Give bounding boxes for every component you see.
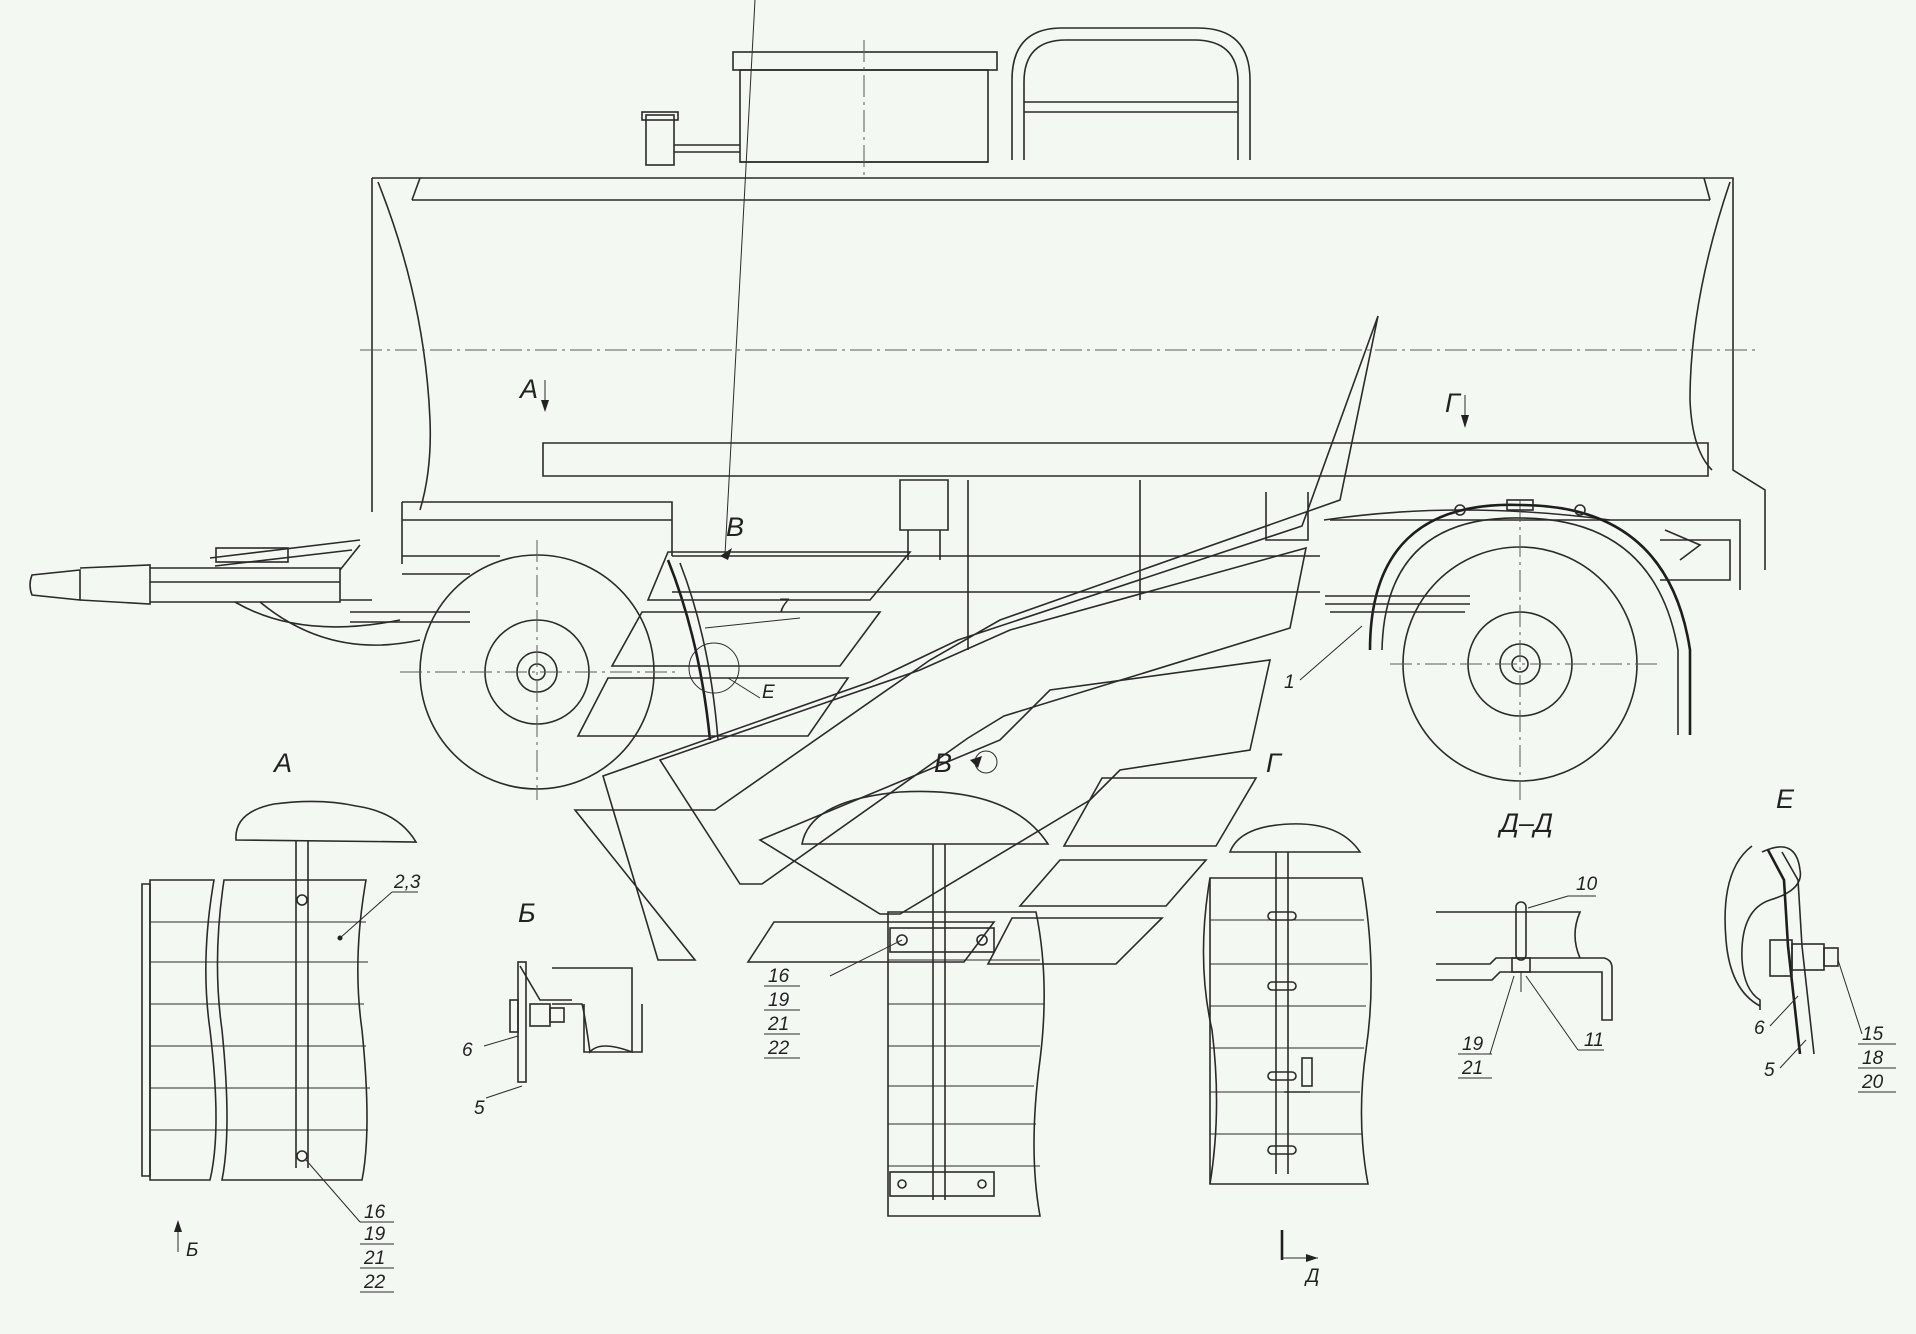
- view-a-slats: [150, 921, 370, 1131]
- view-g-title: Г: [1266, 748, 1283, 778]
- section-d-d-title: Д–Д: [1497, 808, 1553, 838]
- rear-suspension: [1325, 529, 1731, 613]
- callout-1: 1: [1284, 672, 1295, 693]
- view-v-marker: В: [726, 512, 744, 542]
- front-wheel: [400, 540, 680, 800]
- callout-16-v: 16: [768, 966, 790, 987]
- callout-18: 18: [1862, 1048, 1884, 1069]
- breather-pipe: [641, 111, 740, 166]
- callout-16-a: 16: [364, 1202, 386, 1223]
- callout-6-e: 6: [1754, 1018, 1765, 1039]
- detail-view-b: Б 6 5: [462, 898, 643, 1119]
- view-arrow-v: [720, 0, 756, 560]
- callout-2-3: 2,3: [393, 872, 421, 893]
- manhole-hatch: [732, 40, 998, 175]
- callout-7: 7: [778, 596, 790, 617]
- section-d-label: Д: [1304, 1266, 1319, 1287]
- view-arrow-a: [541, 380, 549, 412]
- view-e-marker: Е: [762, 682, 775, 703]
- drawbar: [29, 539, 470, 646]
- callout-21-dd: 21: [1461, 1058, 1483, 1079]
- detail-view-g: Г Д: [1202, 748, 1372, 1287]
- callout-20: 20: [1861, 1072, 1884, 1093]
- callout-21-a: 21: [363, 1248, 385, 1269]
- callout-10: 10: [1576, 874, 1598, 895]
- view-g-marker: Г: [1445, 388, 1462, 418]
- detail-circle-e: [688, 642, 740, 694]
- chassis-frame: [401, 479, 1741, 650]
- section-marker-d: [1280, 1230, 1318, 1262]
- callout-22-v: 22: [767, 1038, 790, 1059]
- view-b-marker: Б: [186, 1240, 198, 1261]
- overlay-strips: [573, 315, 1379, 965]
- detail-view-v: В 16 19 21 22: [764, 748, 1050, 1217]
- callout-19-a: 19: [364, 1224, 386, 1245]
- detail-view-a: А 2,3 16 19 21 22 Б: [141, 748, 421, 1293]
- callout-5-e: 5: [1764, 1060, 1775, 1081]
- front-mudguard: [666, 559, 719, 741]
- view-a-title: А: [272, 748, 292, 778]
- callout-15: 15: [1862, 1024, 1884, 1045]
- view-v-rotation-icon: [970, 750, 998, 774]
- rear-wheel: [1390, 500, 1660, 800]
- handrail: [1011, 27, 1251, 160]
- view-g-slats: [1210, 919, 1368, 1135]
- view-v-title: В: [934, 748, 952, 778]
- rear-mudguard: [1368, 499, 1692, 735]
- trailer-side-view: А Г В 7 Е 1: [29, 0, 1766, 800]
- callout-19-v: 19: [768, 990, 790, 1011]
- callout-5-b: 5: [474, 1098, 485, 1119]
- callout-21-v: 21: [767, 1014, 789, 1035]
- view-b-title: Б: [518, 898, 536, 928]
- section-d-d: Д–Д 10 11 19 21: [1436, 808, 1613, 1079]
- view-v-slats: [888, 959, 1044, 1167]
- view-e-title: Е: [1776, 784, 1795, 814]
- callout-22-a: 22: [363, 1272, 386, 1293]
- tank-body: [360, 177, 1766, 570]
- detail-view-e: Е 6 5 15 18 20: [1724, 784, 1896, 1093]
- view-arrow-g: [1461, 395, 1469, 428]
- callout-6-b: 6: [462, 1040, 473, 1061]
- view-a-marker: А: [518, 374, 538, 404]
- callout-19-dd: 19: [1462, 1034, 1484, 1055]
- callout-11: 11: [1584, 1030, 1604, 1051]
